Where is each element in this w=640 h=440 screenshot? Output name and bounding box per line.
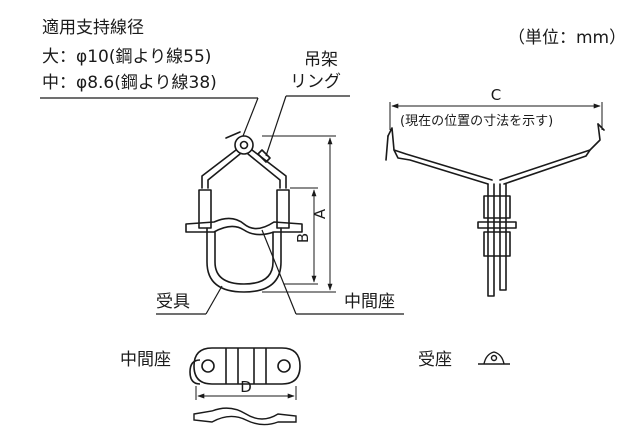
- suspension-ring-icon: [234, 135, 254, 155]
- middle-seat-part-view: [189, 347, 301, 385]
- receiver-label: 受具: [156, 292, 190, 312]
- spec-large: 大：φ10(鋼より線55): [42, 47, 212, 67]
- dimension-d: [195, 386, 297, 400]
- left-sleeve-icon: [198, 189, 212, 229]
- middle-seat-label: 中間座: [344, 292, 395, 312]
- spec-title: 適用支持線径: [42, 18, 144, 38]
- right-sleeve-icon: [276, 189, 290, 229]
- ring-label-line1: 吊架: [304, 50, 338, 70]
- hanger-front-view: [185, 131, 303, 293]
- middle-seat-part-label: 中間座: [120, 350, 171, 370]
- receiver-leader: [156, 285, 223, 315]
- receiver-icon: [206, 227, 282, 293]
- receiver-seat-icon: [478, 351, 510, 365]
- receiver-seat-label: 受座: [418, 350, 452, 370]
- dimension-a-label: A: [311, 208, 329, 219]
- dimension-a: [262, 135, 336, 293]
- middle-seat-leader: [261, 229, 404, 315]
- unit-label: （単位：mm）: [508, 28, 627, 48]
- hanger-side-view: [385, 123, 605, 297]
- current-position-note: (現在の位置の寸法を示す): [400, 114, 554, 129]
- dimension-c: [389, 102, 603, 130]
- dimension-b: [284, 187, 318, 285]
- spec-medium: 中：φ8.6(鋼より線38): [42, 73, 217, 93]
- spec-leader: [40, 97, 259, 137]
- middle-seat-side-icon: [193, 407, 297, 426]
- dimension-c-label: C: [491, 86, 501, 104]
- dimension-d-label: D: [240, 378, 252, 396]
- ring-leader: [265, 95, 350, 157]
- ring-label-line2: リング: [290, 72, 341, 92]
- dimension-b-label: B: [294, 233, 312, 243]
- middle-seat-icon: [185, 217, 303, 236]
